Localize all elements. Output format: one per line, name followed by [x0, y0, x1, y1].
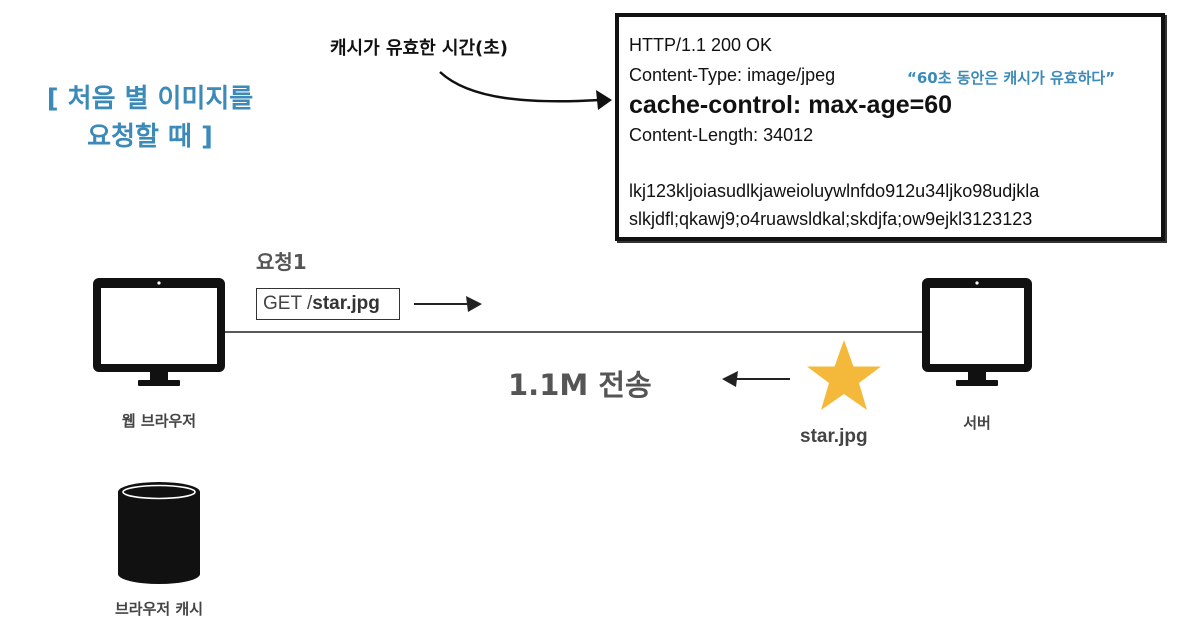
response-body-line1: lkj123kljoiasudlkjaweioluywlnfdo912u34lj… — [629, 181, 1040, 201]
response-cache-note: “60초 동안은 캐시가 유효하다” — [907, 69, 1116, 87]
browser-label: 웹 브라우저 — [121, 412, 197, 430]
star-label: star.jpg — [800, 426, 868, 447]
star-icon — [807, 340, 881, 410]
database-icon — [118, 482, 200, 584]
response-arrowhead — [722, 371, 738, 387]
browser-monitor-icon — [93, 278, 225, 386]
request-label: 요청1 — [256, 250, 307, 274]
server-label: 서버 — [963, 414, 991, 432]
page-title: [ 처음 별 이미지를 요청할 때 ] — [20, 80, 280, 156]
cache-pointer-arrow — [439, 71, 601, 103]
response-status-line: HTTP/1.1 200 OK — [629, 35, 773, 55]
response-content-type: Content-Type: image/jpeg — [629, 65, 836, 85]
response-content-length: Content-Length: 34012 — [629, 125, 814, 145]
cache-pointer-arrowhead — [596, 90, 612, 110]
response-cache-control: cache-control: max-age=60 — [629, 91, 953, 119]
browser-cache-label: 브라우저 캐시 — [114, 600, 204, 618]
page-title-line1: [ 처음 별 이미지를 — [46, 84, 254, 114]
response-body-line2: slkjdfl;qkawj9;o4ruawsldkal;skdjfa;ow9ej… — [629, 209, 1033, 229]
request-arrowhead — [466, 296, 482, 312]
cache-time-label: 캐시가 유효한 시간(초) — [330, 38, 509, 59]
request-box: GET /star.jpg — [256, 288, 400, 320]
page-title-line2: 요청할 때 ] — [87, 122, 213, 152]
http-response-box: HTTP/1.1 200 OK Content-Type: image/jpeg… — [616, 14, 1164, 240]
request-method: GET / — [263, 293, 313, 314]
transfer-label: 1.1M 전송 — [508, 368, 652, 402]
server-monitor-icon — [922, 278, 1032, 386]
request-path: star.jpg — [312, 293, 380, 314]
